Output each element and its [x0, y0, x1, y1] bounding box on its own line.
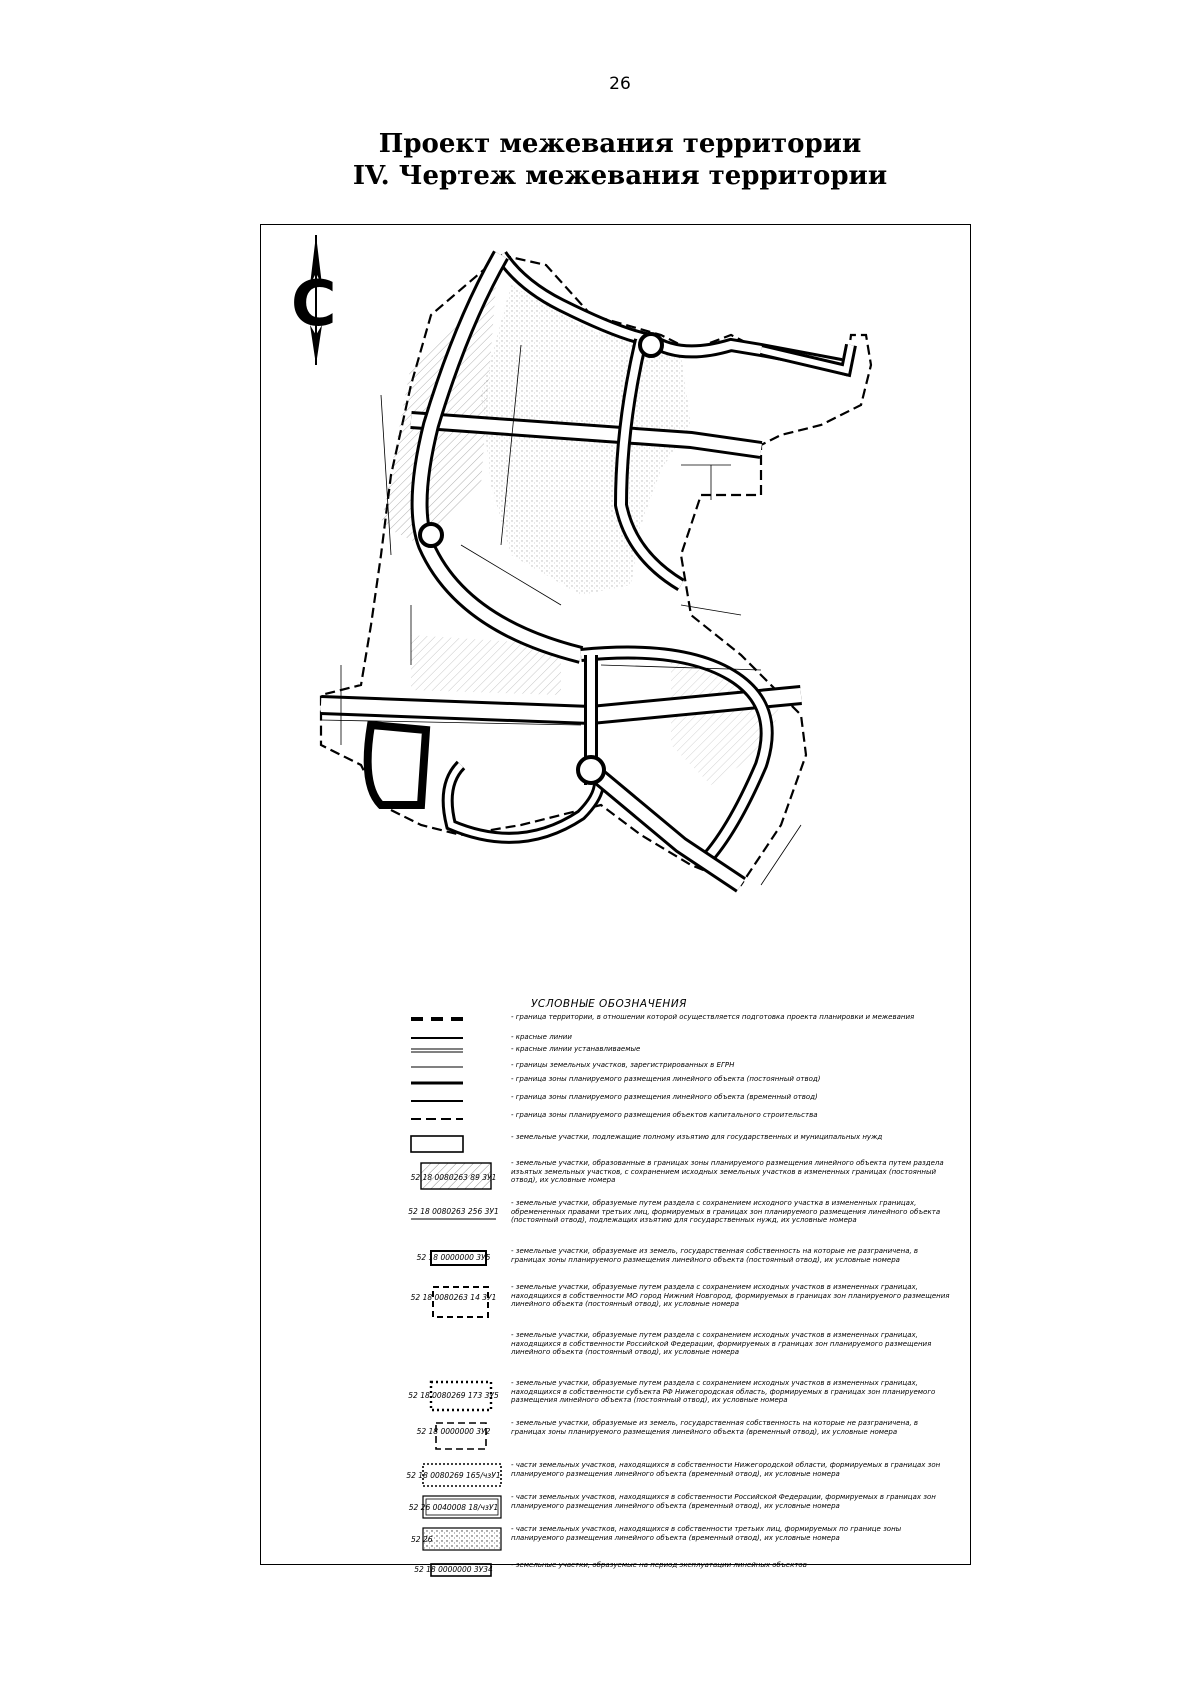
legend-item-code: 52 18 0080263 14 3У1 — [410, 1293, 497, 1302]
legend-symbol-box-small — [430, 1250, 487, 1266]
legend-item-code: 52 18 0000000 3У34 — [414, 1565, 493, 1574]
north-arrow-label: С — [291, 267, 337, 340]
legend-symbol-bold-line — [411, 1081, 463, 1085]
legend-symbol-dotted-box2 — [422, 1463, 502, 1487]
legend-symbol-double-thin-line — [411, 1048, 463, 1053]
legend-item-code: 52 18 0000000 3У5 — [416, 1253, 491, 1262]
legend-item-text: - земельные участки, образуемые путем ра… — [511, 1379, 936, 1405]
legend-item: 52 26 0040008 18/чзУ1 - части земельных … — [401, 1493, 961, 1523]
legend-item: 52 18 0080269 165/чзУ1 - части земельных… — [401, 1461, 961, 1491]
road-network — [320, 250, 857, 893]
legend-symbol-shaded-box — [422, 1527, 502, 1551]
legend-symbol-medium-line — [411, 1100, 463, 1102]
legend-item-code: 52 18 0000000 3У2 — [416, 1427, 491, 1436]
page-number: 26 — [609, 74, 631, 94]
legend-symbol-dotted-box — [429, 1380, 493, 1412]
legend-item-text: - земельные участки, подлежащие полному … — [511, 1133, 883, 1141]
legend-item-text: - границы земельных участков, зарегистри… — [511, 1061, 735, 1069]
legend-item-text: - земельные участки, образуемые путем ра… — [511, 1331, 932, 1357]
legend-symbol-thick-line — [411, 1037, 463, 1039]
legend-symbol-box — [410, 1135, 464, 1153]
north-arrow-icon: С — [291, 235, 337, 365]
legend-symbol-box-small — [430, 1563, 492, 1577]
legend-item: 52 18 0080263 14 3У1 - земельные участки… — [401, 1283, 961, 1327]
legend-item-text: - граница зоны планируемого размещения о… — [511, 1111, 818, 1119]
title-line-1: Проект межевания территории — [378, 129, 862, 159]
title-line-2: IV. Чертеж межевания территории — [352, 161, 888, 191]
legend-item: - красные линии — [401, 1033, 961, 1043]
legend-item-text: - граница зоны планируемого размещения л… — [511, 1075, 821, 1083]
legend-item: - границы земельных участков, зарегистри… — [401, 1061, 961, 1073]
legend-item-code: 52 18 0080263 89 3У1 — [410, 1173, 497, 1182]
legend-item: 52 18 0000000 3У34 - земельные участки, … — [401, 1561, 961, 1581]
legend-item: - граница зоны планируемого размещения о… — [401, 1111, 961, 1129]
legend-item: - земельные участки, подлежащие полному … — [401, 1133, 961, 1155]
legend-item: 52 18 0080269 173 3У5 - земельные участк… — [401, 1379, 961, 1417]
legend-item: - граница зоны планируемого размещения л… — [401, 1075, 961, 1093]
legend-item: 52 26 - части земельных участков, находя… — [401, 1525, 961, 1555]
legend-title: УСЛОВНЫЕ ОБОЗНАЧЕНИЯ — [531, 998, 687, 1010]
legend-item-text: - части земельных участков, находящихся … — [511, 1461, 941, 1478]
legend-item-text: - земельные участки, образуемые путем ра… — [511, 1199, 941, 1225]
legend-item-text: - части земельных участков, находящихся … — [511, 1493, 936, 1510]
legend-item: 52 18 0080263 89 3У1 - земельные участки… — [401, 1159, 961, 1197]
legend-symbol-dashed-thick-line — [411, 1017, 463, 1021]
survey-map: С — [291, 235, 873, 893]
parcel-lines — [320, 344, 802, 886]
legend-symbol-thin-line — [411, 1066, 463, 1068]
legend-item-code: 52 26 0040008 18/чзУ1 — [408, 1503, 499, 1512]
legend-symbol-double-box — [422, 1495, 502, 1519]
page-title: Проект межевания территории IV. Чертеж м… — [0, 128, 1200, 192]
legend-item: - граница территории, в отношении которо… — [401, 1013, 961, 1031]
legend-item: - земельные участки, образуемые путем ра… — [401, 1331, 961, 1375]
legend-item-text: - земельные участки, образуемые путем ра… — [511, 1283, 950, 1309]
legend-item-text: - земельные участки, образованные в гран… — [511, 1159, 944, 1185]
legend-item: - красные линии устанавливаемые — [401, 1045, 961, 1057]
legend-item-code: 52 18 0080269 165/чзУ1 — [406, 1471, 501, 1480]
legend-item: 52 18 0080263 256 3У1 - земельные участк… — [401, 1199, 961, 1245]
legend-symbol-dash-box — [435, 1422, 487, 1450]
legend-item-text: - красные линии — [511, 1033, 572, 1041]
legend-item-text: - граница зоны планируемого размещения л… — [511, 1093, 818, 1101]
legend-item: - граница зоны планируемого размещения л… — [401, 1093, 961, 1111]
roundabouts — [418, 332, 664, 785]
map-frame: С — [260, 224, 971, 1577]
legend-item: 52 18 0000000 3У5 - земельные участки, о… — [401, 1247, 961, 1281]
legend-item-text: - земельные участки, образуемые из земел… — [511, 1419, 919, 1436]
legend-symbol-dashed-box — [432, 1286, 489, 1318]
legend-item-code: 52 18 0080263 256 3У1 — [408, 1207, 499, 1216]
legend-symbol-dash-line — [411, 1118, 463, 1120]
legend-item-code: 52 26 — [411, 1535, 433, 1544]
legend-symbol-hatched-box — [420, 1162, 492, 1190]
legend-item-text: - красные линии устанавливаемые — [511, 1045, 641, 1053]
legend-item: 52 18 0000000 3У2 - земельные участки, о… — [401, 1419, 961, 1459]
legend-item-text: - земельные участки, образуемые на перио… — [511, 1561, 807, 1569]
legend-item-text: - граница территории, в отношении которо… — [511, 1013, 915, 1021]
legend-item-text: - земельные участки, образуемые из земел… — [511, 1247, 919, 1264]
legend-symbol-line-code — [411, 1218, 496, 1220]
legend-item-text: - части земельных участков, находящихся … — [511, 1525, 902, 1542]
legend-item-code: 52 18 0080269 173 3У5 — [408, 1391, 499, 1400]
